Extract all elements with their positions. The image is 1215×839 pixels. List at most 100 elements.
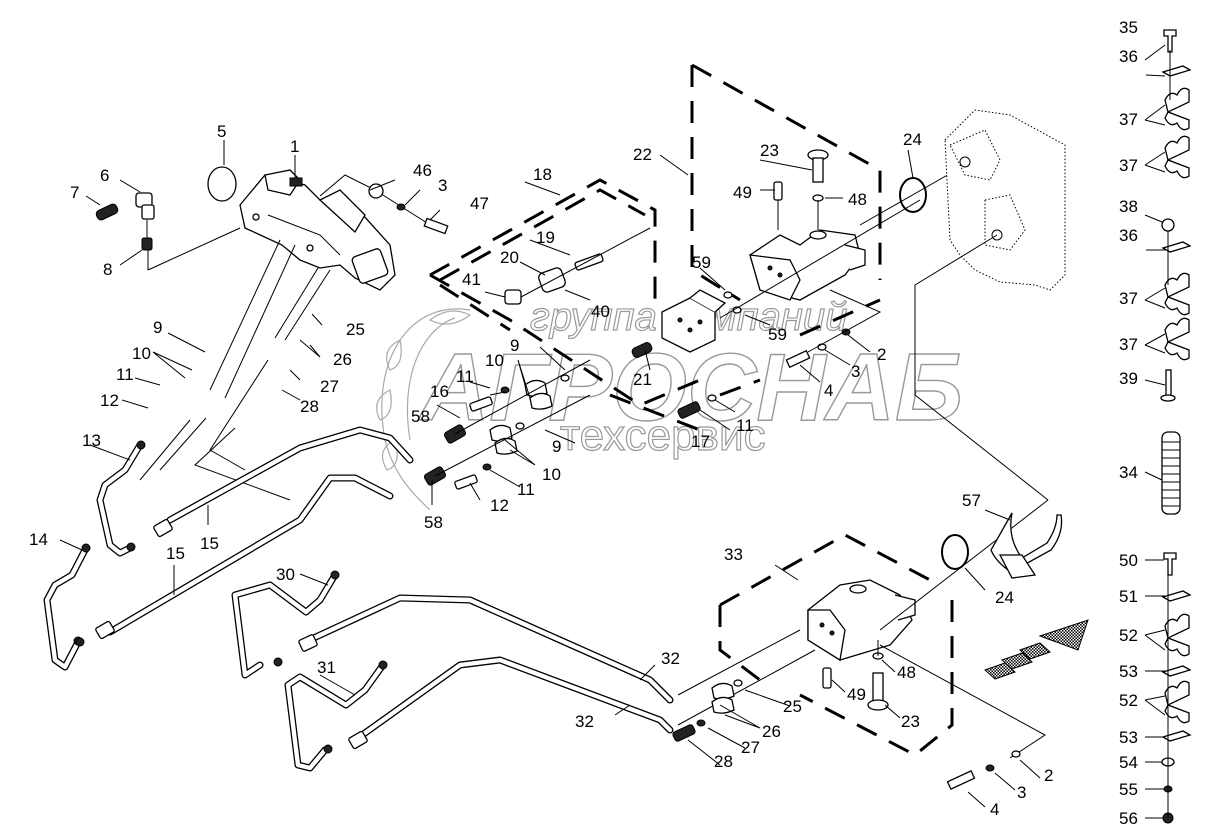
callout-23-bottom: 23 [901,712,920,731]
callout-56: 56 [1119,809,1138,828]
callout-1: 1 [290,137,299,156]
nut-41 [504,289,522,305]
valve-block [631,289,727,358]
callout-57: 57 [962,491,981,510]
callout-19: 19 [536,228,555,247]
callout-39: 39 [1119,369,1138,388]
bolt-17 [677,401,701,419]
callout-9-left: 9 [153,318,162,337]
nipple-8 [141,237,153,251]
callout-6: 6 [100,166,109,185]
callout-33: 33 [724,545,743,564]
callout-24-bottom: 24 [995,588,1014,607]
callout-50: 50 [1119,551,1138,570]
callout-16: 16 [430,382,449,401]
callout-23-top: 23 [760,141,779,160]
callout-48-bottom: 48 [897,663,916,682]
callout-58-bottom: 58 [424,513,443,532]
callout-12-center: 12 [490,496,509,515]
direction-arrow-icon [984,619,1089,680]
callout-53-2: 53 [1119,728,1138,747]
elbow-fitting-6 [135,192,155,220]
tube-13 [96,440,146,557]
watermark-laurel-icon [376,308,472,511]
callout-32-lower: 32 [575,712,594,731]
callout-58-top: 58 [411,407,430,426]
callout-25-bottom: 25 [783,697,802,716]
callout-28-top: 28 [300,397,319,416]
callout-26-bottom: 26 [762,722,781,741]
callout-24-top: 24 [903,130,922,149]
callout-15-upper: 15 [200,534,219,553]
callout-12-left: 12 [100,391,119,410]
tube-31 [284,660,388,772]
clamp-set-upper [1161,29,1192,179]
callout-10-center-top: 10 [485,351,504,370]
callout-11-center-bottom: 11 [517,480,535,499]
callout-27-top: 27 [320,377,339,396]
banjo-bolt-23-bottom [867,672,889,711]
callout-46: 46 [413,161,432,180]
callout-59-bottom: 59 [768,325,787,344]
callout-52-2: 52 [1119,691,1138,710]
callout-2-bottom: 2 [1044,766,1053,785]
callout-28-bottom: 28 [714,752,733,771]
callout-3-top: 3 [851,362,860,381]
fitting-7 [95,203,119,221]
tube-30 [231,570,340,679]
bolt-47 [423,217,449,235]
callout-9-center-bottom: 9 [552,437,561,456]
callout-21: 21 [633,370,652,389]
spiral-guard-34 [1161,431,1181,515]
fitting-19 [574,253,604,271]
callout-2-top: 2 [877,345,886,364]
callout-52-1: 52 [1119,626,1138,645]
pump-22 [749,229,866,301]
hose-32-lower [348,656,674,750]
gearbox-housing [944,109,1066,291]
pump-33 [807,579,916,662]
callout-37-4: 37 [1119,335,1138,354]
o-ring-5 [207,166,237,202]
hose-32-upper [298,594,674,704]
callout-labels: 1 5 6 7 8 46 3 47 9 10 11 12 13 14 15 15… [29,18,1138,828]
callout-25-top: 25 [346,320,365,339]
callout-35: 35 [1119,18,1138,37]
callout-11-left: 11 [116,365,134,384]
callout-11-right: 11 [736,416,754,435]
clamp-set-lower [1161,552,1192,824]
callout-37-3: 37 [1119,289,1138,308]
callout-36-top: 36 [1119,47,1138,66]
clamp-set-middle [1160,218,1192,402]
pump-group-33 [718,533,954,757]
watermark-line-3: техсервис [560,411,766,460]
callout-38: 38 [1119,197,1138,216]
callout-7: 7 [70,183,79,202]
fittings-cluster-center [423,359,591,490]
callout-10-left: 10 [132,344,151,363]
bracket-57 [990,512,1063,579]
spacer-46 [368,183,384,199]
callout-54: 54 [1119,753,1138,772]
callout-4-bottom: 4 [990,800,999,819]
callout-31: 31 [317,658,336,677]
callout-5: 5 [217,122,226,141]
callout-51: 51 [1119,587,1138,606]
bleed-valve-49 [773,181,783,201]
callout-37-2: 37 [1119,156,1138,175]
callout-26-top: 26 [333,350,352,369]
callout-48-top: 48 [848,190,867,209]
callout-22: 22 [633,145,652,164]
callout-49-top: 49 [733,183,752,202]
main-pump-assembly [239,169,396,291]
callout-17: 17 [691,432,710,451]
callout-49-bottom: 49 [847,685,866,704]
line-group-18 [429,178,701,407]
callout-3-bottom: 3 [1017,783,1026,802]
leader-lines [59,44,1166,819]
callout-18: 18 [533,165,552,184]
callout-59-top: 59 [692,253,711,272]
callout-37-1: 37 [1119,110,1138,129]
